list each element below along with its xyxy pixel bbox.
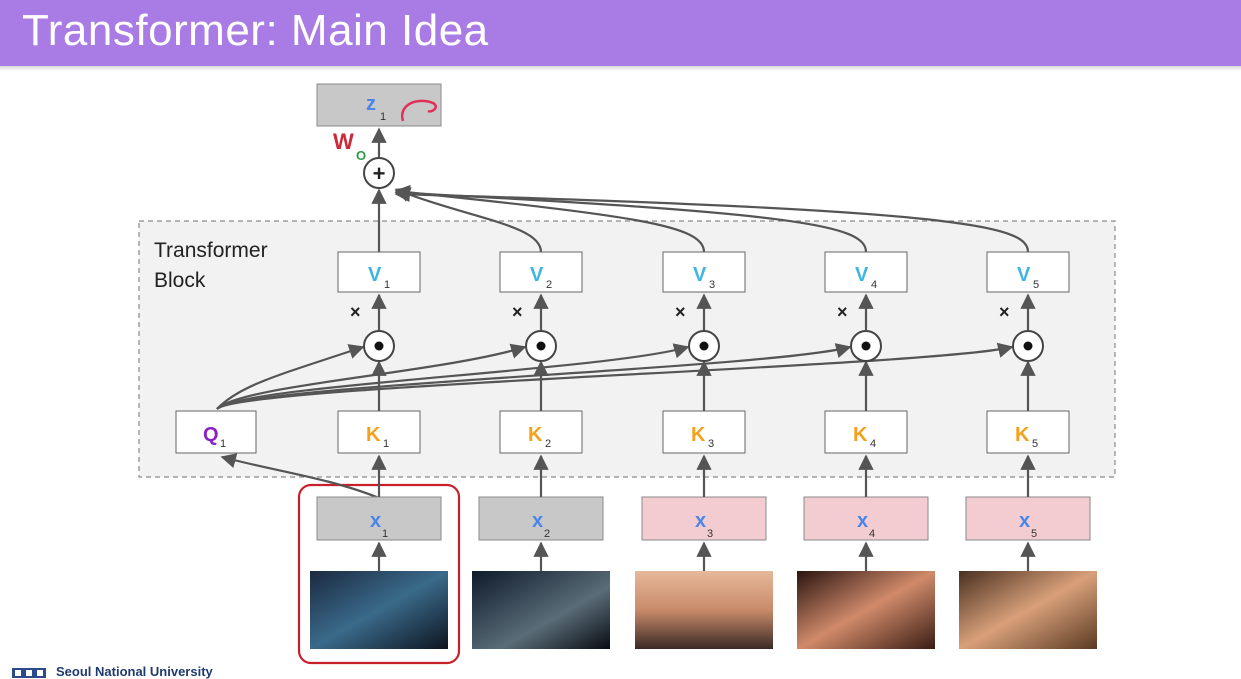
input-x-sub-3: 3 (707, 528, 713, 540)
value-sub-4: 4 (871, 279, 877, 291)
block-label-line1: Transformer (154, 239, 268, 262)
dot-product-dot-4 (861, 341, 871, 351)
key-box-2 (499, 410, 583, 454)
value-letter-4: V (855, 264, 869, 286)
key-letter-3: K (691, 424, 706, 446)
value-letter-2: V (530, 264, 544, 286)
woman-portrait-image (959, 571, 1097, 649)
footer: Seoul National University (12, 664, 213, 679)
dot-product-dot-5 (1023, 341, 1033, 351)
couple-embrace-image (797, 571, 935, 649)
key-sub-2: 2 (545, 438, 551, 450)
arrow-value-4-to-sum (394, 185, 868, 253)
value-letter-5: V (1017, 264, 1031, 286)
arrow-value-5-to-sum (394, 186, 1030, 253)
key-letter-5: K (1015, 424, 1030, 446)
dot-product-dot-1 (374, 341, 384, 351)
key-sub-3: 3 (708, 438, 714, 450)
key-box-3 (662, 410, 746, 454)
value-box-2 (499, 251, 583, 293)
value-sub-1: 1 (384, 279, 390, 291)
dot-product-dot-2 (536, 341, 546, 351)
output-z-sub: 1 (380, 111, 386, 123)
arrow-query-to-dot-1 (216, 344, 365, 410)
value-box-4 (824, 251, 908, 293)
weight-o-sub: O (356, 148, 366, 163)
input-x-letter-1: x (370, 510, 381, 532)
times-symbol-1: × (350, 302, 361, 322)
key-letter-1: K (366, 424, 381, 446)
output-z-box (316, 83, 442, 127)
value-sub-2: 2 (546, 279, 552, 291)
handwritten-annotation (400, 99, 437, 122)
key-sub-4: 4 (870, 438, 876, 450)
ship-night-image (310, 571, 448, 649)
input-x-letter-4: x (857, 510, 868, 532)
key-box-1 (337, 410, 421, 454)
arrow-value-3-to-sum (394, 184, 706, 253)
value-box-3 (662, 251, 746, 293)
title-shadow (0, 66, 1241, 71)
key-box-5 (986, 410, 1070, 454)
times-symbol-4: × (837, 302, 848, 322)
arrow-query-to-dot-5 (216, 342, 1014, 410)
times-symbol-3: × (675, 302, 686, 322)
query-box (175, 410, 257, 454)
input-x-box-2 (478, 496, 604, 541)
value-letter-3: V (693, 264, 707, 286)
input-x-sub-1: 1 (382, 528, 388, 540)
input-x-letter-2: x (532, 510, 543, 532)
times-symbol-2: × (512, 302, 523, 322)
key-letter-2: K (528, 424, 543, 446)
value-sub-5: 5 (1033, 279, 1039, 291)
couple-bow-image (635, 571, 773, 649)
university-logo-icon (12, 667, 46, 678)
arrow-x1-to-query (220, 453, 380, 500)
weight-w-letter: W (333, 129, 354, 154)
input-x-letter-3: x (695, 510, 706, 532)
value-sub-3: 3 (709, 279, 715, 291)
query-sub: 1 (220, 438, 226, 450)
arrow-query-to-dot-2 (216, 343, 527, 410)
page-title: Transformer: Main Idea (22, 6, 489, 55)
block-label-line2: Block (154, 269, 206, 292)
input-x-box-3 (641, 496, 767, 541)
input-x-sub-4: 4 (869, 528, 875, 540)
times-symbol-5: × (999, 302, 1010, 322)
title-bar: Transformer: Main Idea (0, 0, 1241, 66)
input-x-sub-2: 2 (544, 528, 550, 540)
input-x-box-1 (316, 496, 442, 541)
value-letter-1: V (368, 264, 382, 286)
transformer-block-region (138, 220, 1116, 478)
key-sub-5: 5 (1032, 438, 1038, 450)
sum-symbol: + (373, 161, 386, 186)
input-x-box-5 (965, 496, 1091, 541)
key-letter-4: K (853, 424, 868, 446)
dot-product-dot-3 (699, 341, 709, 351)
query-letter: Q (203, 424, 219, 446)
input-x-letter-5: x (1019, 510, 1030, 532)
arrow-query-to-dot-3 (216, 343, 690, 410)
arrow-value-2-to-sum (394, 187, 543, 253)
value-box-1 (337, 251, 421, 293)
key-sub-1: 1 (383, 438, 389, 450)
sum-node (363, 157, 395, 189)
sinking-ship-image (472, 571, 610, 649)
input-x-sub-5: 5 (1031, 528, 1037, 540)
footer-text: Seoul National University (56, 664, 213, 679)
output-z-letter: z (366, 93, 376, 115)
value-box-5 (986, 251, 1070, 293)
